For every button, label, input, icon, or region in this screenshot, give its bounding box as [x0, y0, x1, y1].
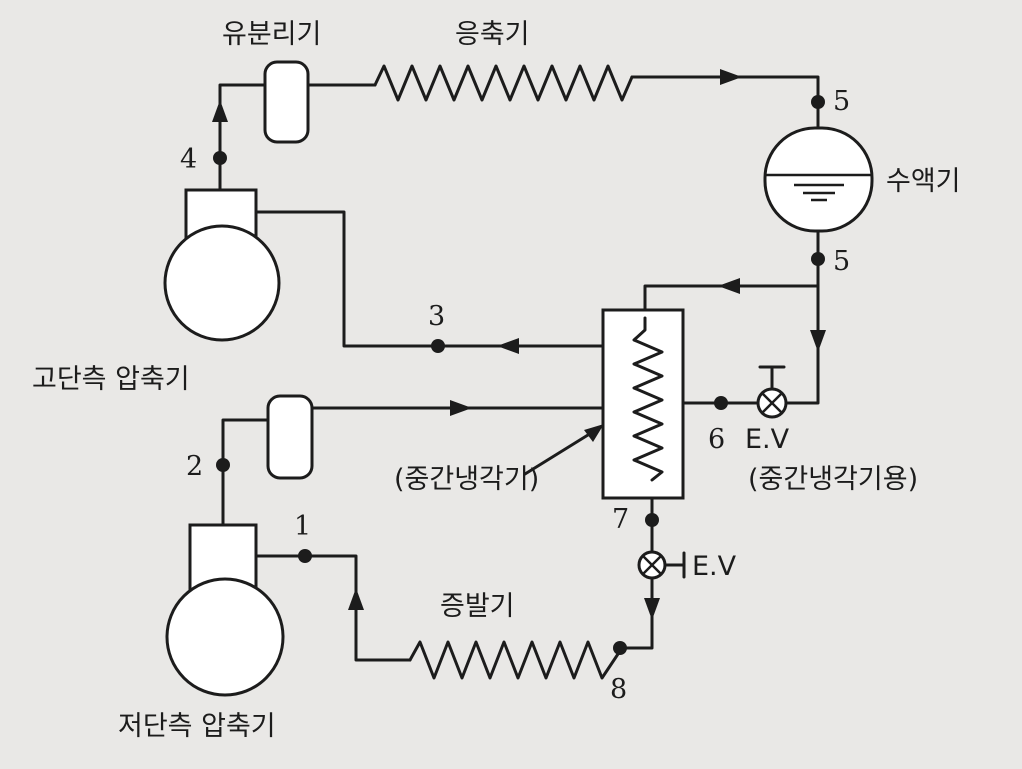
- state-point-4-dot: [213, 151, 227, 165]
- evaporator-coil: [408, 640, 624, 680]
- label-condenser: 응축기: [455, 19, 530, 50]
- label-lp-compressor: 저단측 압축기: [118, 711, 276, 742]
- arrow-down-to-evaporator: [644, 598, 660, 620]
- label-ev-intercooler: E.V: [745, 424, 790, 455]
- arrow-left-to-hp-suction: [497, 338, 519, 354]
- label-hp-compressor: 고단측 압축기: [32, 364, 190, 395]
- hp-compressor-body: [163, 224, 281, 342]
- state-point-8-dot: [613, 641, 627, 655]
- arrow-right-condenser-out: [720, 69, 742, 85]
- label-ev-intercooler-note: (중간냉각기용): [748, 464, 918, 495]
- ev-intercooler-valve: [756, 365, 788, 419]
- state-point-5-top-label: 5: [833, 86, 850, 117]
- state-point-4-label: 4: [180, 144, 197, 175]
- label-evaporator: 증발기: [440, 591, 515, 622]
- arrow-down-branch: [810, 330, 826, 352]
- pipe-lp-discharge: [221, 418, 270, 527]
- state-point-1-dot: [298, 549, 312, 563]
- pipe-hp-discharge: [218, 83, 267, 192]
- lp-compressor-body: [165, 577, 285, 697]
- receiver-vessel: [763, 126, 874, 233]
- pipe-liquid-to-intercooler-coil: [643, 284, 820, 320]
- state-point-2-label: 2: [186, 451, 203, 482]
- oil-separator-lp: [266, 394, 314, 480]
- state-point-5-bottom-label: 5: [833, 246, 850, 277]
- ev-main-valve: [637, 550, 686, 580]
- state-point-8-label: 8: [610, 674, 627, 705]
- state-point-6-dot: [714, 396, 728, 410]
- state-point-7-label: 7: [612, 504, 629, 535]
- arrow-up-lp-suction: [348, 588, 364, 610]
- intercooler-coil: [632, 316, 664, 482]
- state-point-2-dot: [216, 458, 230, 472]
- condenser-coil: [373, 64, 634, 102]
- pipe-condenser-to-receiver: [630, 75, 820, 130]
- oil-separator-top: [263, 60, 310, 144]
- state-point-5-top-dot: [811, 95, 825, 109]
- label-ev-main: E.V: [692, 551, 737, 582]
- state-point-1-label: 1: [294, 511, 311, 542]
- arrow-right-lp-to-intercooler: [450, 400, 472, 416]
- pipe-ev-to-evaporator: [620, 576, 654, 650]
- arrow-up-hp-discharge: [212, 100, 228, 122]
- state-point-5-bottom-dot: [811, 252, 825, 266]
- arrow-left-to-coil: [718, 278, 740, 294]
- state-point-6-label: 6: [708, 424, 725, 455]
- state-point-7-dot: [645, 513, 659, 527]
- state-point-3-dot: [431, 339, 445, 353]
- label-intercooler: (중간냉각기): [394, 464, 539, 495]
- intercooler-vessel: [601, 308, 685, 500]
- pipe-intercooler-to-hp-suction: [253, 210, 605, 348]
- label-receiver: 수액기: [886, 166, 961, 197]
- pipe-branch-to-ev: [784, 284, 820, 405]
- state-point-3-label: 3: [428, 301, 445, 332]
- intercooler-pointer-arrow: [584, 424, 604, 442]
- intercooler-pointer-line: [523, 428, 598, 476]
- label-oil-separator: 유분리기: [222, 19, 321, 50]
